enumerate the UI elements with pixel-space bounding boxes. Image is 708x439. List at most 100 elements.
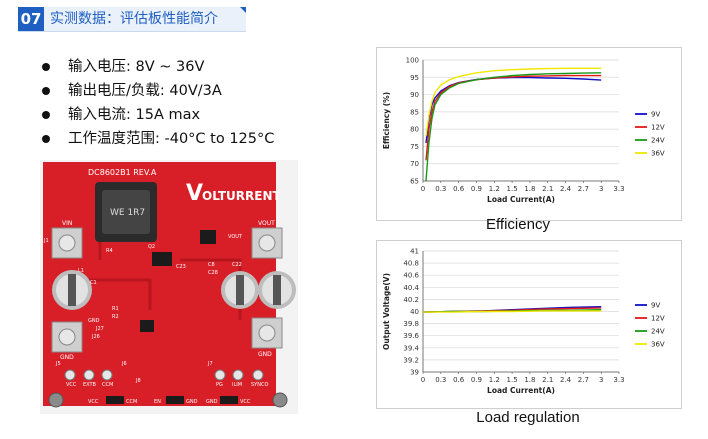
terminal-label: GND [258, 351, 272, 358]
legend-label: 12V [651, 315, 665, 323]
y-tick-label: 65 [410, 178, 419, 186]
legend-label: 12V [651, 124, 665, 132]
silkscreen-label: L1 [78, 268, 84, 274]
series-line-36V [423, 310, 602, 313]
silkscreen-label: J1 [43, 238, 49, 244]
silkscreen-label: VCC [66, 382, 77, 388]
silkscreen-label: VCC [240, 399, 251, 405]
x-tick-label: 1.8 [524, 185, 535, 193]
silkscreen-label: J7 [207, 361, 213, 367]
x-tick-label: 0 [421, 376, 425, 384]
silkscreen-label: GND [206, 399, 218, 405]
silkscreen-label: ILIM [232, 382, 242, 388]
jumper [106, 396, 124, 404]
test-points-row [64, 369, 264, 381]
silkscreen-label: J5 [55, 361, 61, 367]
silkscreen-label: GND [88, 318, 100, 324]
x-tick-label: 1.5 [507, 376, 518, 384]
silkscreen-label: R4 [106, 248, 113, 254]
silkscreen-label: CCM [126, 399, 137, 405]
header-corner-mark [240, 7, 246, 13]
terminal-vout [251, 227, 283, 259]
jumper [220, 396, 238, 404]
ic-chip [140, 320, 154, 332]
x-tick-label: 3 [599, 185, 603, 193]
screw [48, 392, 64, 408]
section-header: 07 实测数据：评估板性能简介 [18, 7, 246, 32]
x-tick-label: 1.2 [489, 376, 500, 384]
board-id-label: DC8602B1 REV.A [88, 168, 157, 177]
series-line-12V [425, 74, 602, 161]
spec-text: 输出电压/负载: 40V/3A [68, 83, 222, 99]
silkscreen-label: C8 [208, 262, 215, 268]
legend-label: 24V [651, 328, 665, 336]
y-tick-label: 70 [410, 160, 419, 168]
silkscreen-label: J6 [121, 361, 127, 367]
capacitor-mid [221, 271, 259, 309]
jumper [166, 396, 184, 404]
terminal-vin [51, 227, 83, 259]
terminal-gnd-right [251, 317, 283, 349]
x-tick-label: 0.9 [471, 185, 482, 193]
x-tick-label: 2.4 [560, 376, 572, 384]
y-tick-label: 40.2 [403, 296, 419, 304]
y-tick-label: 39.2 [403, 356, 419, 364]
x-tick-label: 3.3 [613, 185, 624, 193]
y-tick-label: 39.6 [403, 332, 419, 340]
spec-item-input-current: 输入电流: 15A max [40, 103, 274, 127]
silkscreen-label: GND [186, 399, 198, 405]
legend-label: 36V [651, 150, 665, 158]
series-line-9V [425, 76, 602, 144]
x-tick-label: 0.6 [453, 376, 465, 384]
series-line-24V [425, 72, 602, 182]
legend-label: 9V [651, 302, 660, 310]
x-tick-label: 2.1 [542, 185, 553, 193]
x-tick-label: 1.8 [524, 376, 535, 384]
legend-label: 36V [651, 341, 665, 349]
terminal-label: VOUT [258, 220, 275, 227]
x-tick-label: 2.4 [560, 185, 572, 193]
x-tick-label: 0.6 [453, 185, 465, 193]
x-tick-label: 2.1 [542, 376, 553, 384]
y-tick-label: 40 [410, 308, 419, 316]
y-tick-label: 75 [410, 143, 419, 151]
silkscreen-label: R2 [112, 314, 119, 320]
silkscreen-label: CCM [102, 382, 113, 388]
load-regulation-caption: Load regulation [476, 409, 580, 426]
y-axis-label: Output Voltage(V) [382, 273, 391, 350]
x-tick-label: 3 [599, 376, 603, 384]
y-tick-label: 39.8 [403, 320, 419, 328]
y-tick-label: 100 [406, 57, 419, 65]
silkscreen-label: PG [216, 382, 223, 388]
section-title: 实测数据：评估板性能简介 [50, 11, 218, 27]
logo-initial: V [186, 181, 203, 206]
silkscreen-label: J8 [135, 378, 141, 384]
silkscreen-label: Q2 [148, 244, 155, 250]
x-tick-label: 0.3 [435, 185, 446, 193]
ic-chip [152, 252, 172, 266]
spec-text: 输入电流: 15A max [68, 107, 201, 123]
ic-chip [200, 230, 216, 244]
capacitor-left [52, 270, 92, 310]
spec-item-input-voltage: 输入电压: 8V ~ 36V [40, 55, 274, 79]
bullet-icon [42, 87, 50, 95]
screw [272, 392, 288, 408]
x-axis-label: Load Current(A) [487, 195, 555, 204]
legend-label: 9V [651, 111, 660, 119]
x-tick-label: 1.5 [507, 185, 518, 193]
silkscreen-label: C22 [232, 262, 242, 268]
inductor-label: WE 1R7 [110, 208, 145, 218]
y-tick-label: 39.4 [403, 344, 419, 352]
x-tick-label: 0 [421, 185, 425, 193]
legend-label: 24V [651, 137, 665, 145]
spec-list: 输入电压: 8V ~ 36V 输出电压/负载: 40V/3A 输入电流: 15A… [40, 55, 274, 151]
y-tick-label: 85 [410, 108, 419, 116]
y-tick-label: 40.4 [403, 284, 419, 292]
silkscreen-label: SYNCO [251, 382, 268, 388]
x-axis-label: Load Current(A) [487, 386, 555, 395]
y-tick-label: 40.6 [403, 272, 419, 280]
section-number: 07 [18, 7, 44, 31]
evaluation-board-photo: DC8602B1 REV.A V OLTURRENT WE 1R7 VIN GN… [40, 160, 298, 414]
silkscreen-label: VCC [88, 399, 99, 405]
